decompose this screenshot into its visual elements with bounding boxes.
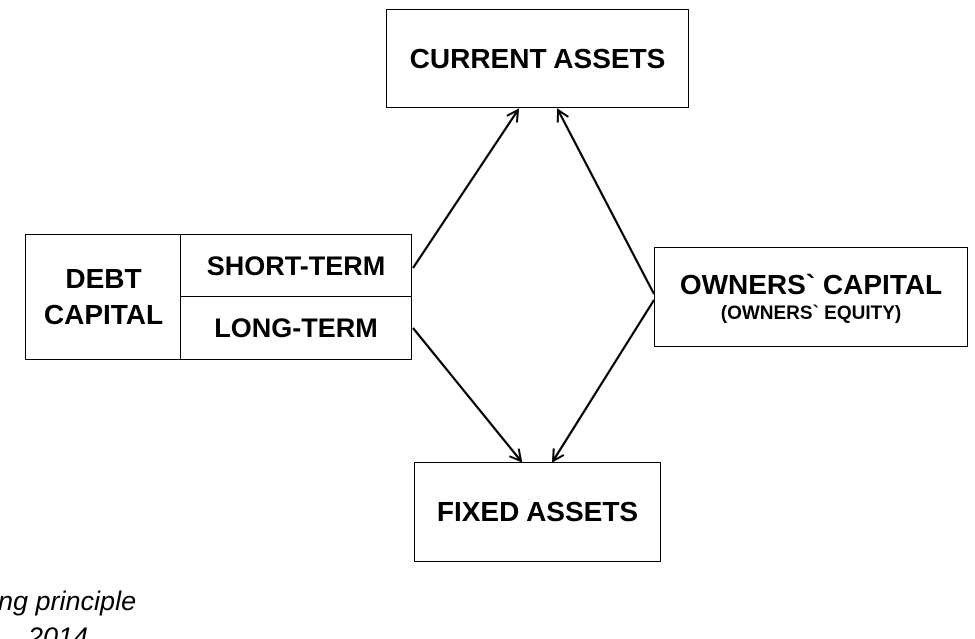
- footnote-line-2: ... 2014: [0, 622, 89, 639]
- arrow-owners-capital-to-current-assets: [556, 108, 655, 295]
- arrow-owners-capital-to-fixed-assets: [551, 299, 655, 463]
- fixed-assets-label: FIXED ASSETS: [436, 496, 639, 527]
- owners-equity-label: (OWNERS` EQUITY): [720, 303, 902, 324]
- long-term-label: LONG-TERM: [214, 312, 378, 343]
- footnote-line-1: ng principle: [0, 586, 137, 616]
- owners-capital-label: OWNERS` CAPITAL: [679, 269, 943, 300]
- long-term-box: LONG-TERM: [180, 296, 412, 360]
- arrow-short-term-to-current-assets: [412, 108, 520, 269]
- arrow-long-term-to-fixed-assets: [412, 327, 523, 463]
- current-assets-label: CURRENT ASSETS: [409, 42, 666, 74]
- debt-capital-label-line2: CAPITAL: [43, 299, 164, 330]
- debt-capital-label-line1: DEBT: [65, 263, 142, 294]
- short-term-label: SHORT-TERM: [206, 250, 386, 281]
- debt-capital-box: DEBT CAPITAL: [25, 234, 182, 360]
- short-term-box: SHORT-TERM: [180, 234, 412, 298]
- owners-capital-box: OWNERS` CAPITAL (OWNERS` EQUITY): [654, 247, 968, 347]
- fixed-assets-box: FIXED ASSETS: [414, 462, 661, 562]
- current-assets-box: CURRENT ASSETS: [386, 9, 689, 108]
